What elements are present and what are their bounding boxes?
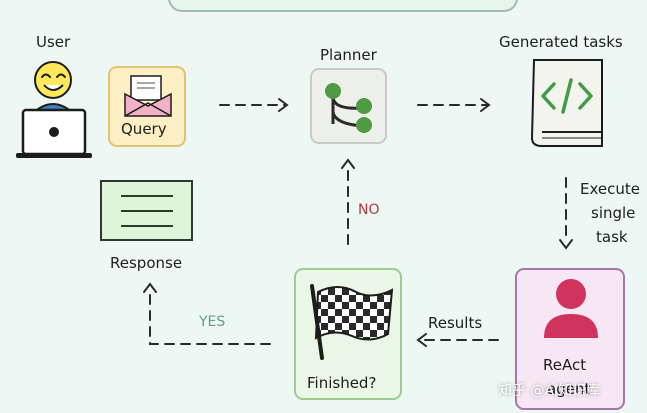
react-node: ReAct agent xyxy=(515,268,625,410)
response-line xyxy=(121,225,173,227)
yes-label: YES xyxy=(199,314,226,330)
user-icon xyxy=(16,61,92,158)
results-label: Results xyxy=(428,314,483,332)
watermark: 知乎 @AI知识库 xyxy=(498,383,601,399)
response-line xyxy=(121,195,173,197)
user-label: User xyxy=(36,33,71,51)
query-node: Query xyxy=(108,66,186,147)
finished-node: Finished? xyxy=(294,268,402,400)
person-icon xyxy=(544,279,598,338)
response-card xyxy=(100,180,193,241)
planner-node xyxy=(310,68,387,144)
arrow-finished-to-response xyxy=(149,289,271,345)
finished-label: Finished? xyxy=(307,374,377,392)
react-label: ReAct xyxy=(543,356,587,374)
code-book-icon xyxy=(530,59,603,147)
execute-label-2: single xyxy=(591,204,636,222)
response-line xyxy=(121,210,173,212)
react-sub-label: agent xyxy=(547,380,591,398)
execute-label-3: task xyxy=(596,228,628,246)
checkered-flag-icon xyxy=(310,284,394,360)
query-label: Query xyxy=(121,120,167,138)
generated-tasks-label: Generated tasks xyxy=(499,33,623,51)
envelope-icon xyxy=(124,75,172,117)
execute-label-1: Execute xyxy=(580,180,640,198)
no-label: NO xyxy=(358,202,380,218)
branch-icon xyxy=(325,83,372,133)
planner-label: Planner xyxy=(320,46,377,64)
response-label: Response xyxy=(110,254,183,272)
